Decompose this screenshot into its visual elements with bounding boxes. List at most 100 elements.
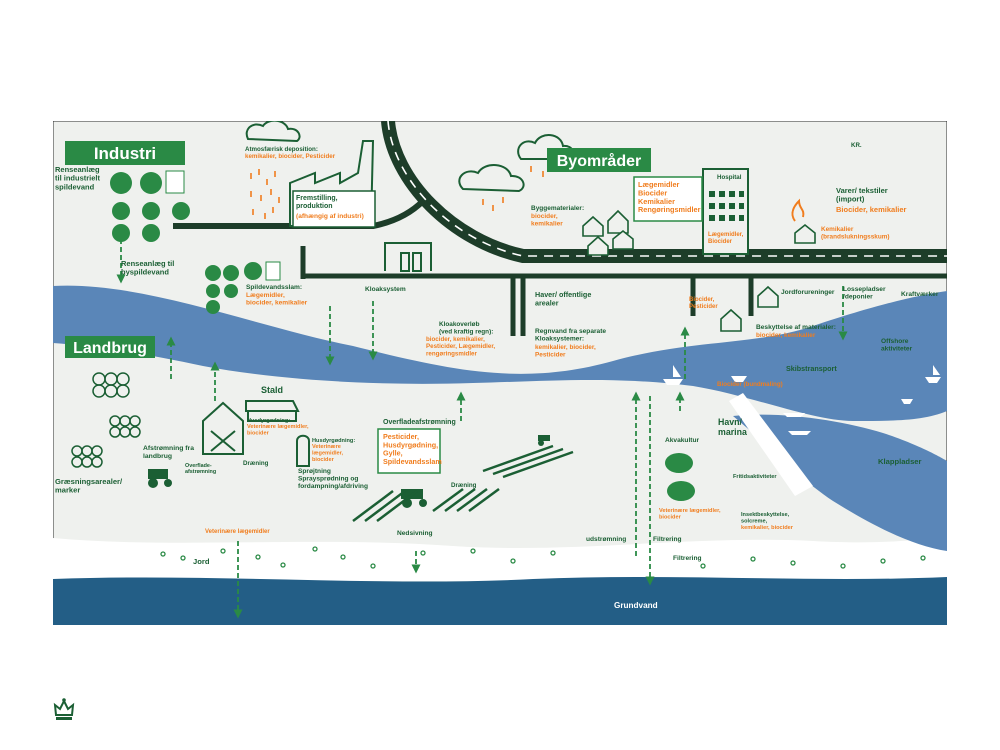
label-spildevandsslam: Spildevandsslam: bbox=[246, 284, 302, 291]
hay-bales bbox=[71, 372, 141, 468]
label-line: Rengøringsmidler bbox=[638, 205, 701, 214]
label-line: Lægemidler bbox=[638, 180, 680, 189]
label-line: Nedsivning bbox=[397, 530, 433, 537]
label-lossepladser: Lossepladser/deponier bbox=[843, 286, 886, 301]
label-landbrug-box: Pesticider,Husdyrgødning,Gylle,Spildevan… bbox=[383, 432, 442, 466]
soil-layer bbox=[53, 537, 947, 581]
flow-arrows bbox=[116, 239, 848, 619]
label-hospital-sub: Lægemidler,Biocider bbox=[708, 232, 744, 245]
pier bbox=[729, 393, 813, 496]
label-graesning: Græsningsarealer/marker bbox=[55, 477, 123, 495]
byomrader-title-text: Byområder bbox=[557, 152, 641, 170]
label-line: Afstrømning fra bbox=[143, 445, 194, 452]
label-line: aktiviteter bbox=[881, 346, 913, 353]
label-stald: Stald bbox=[261, 385, 283, 395]
label-jordforureninger: Jordforureninger bbox=[781, 289, 835, 296]
label-line: Spraysprødning og bbox=[298, 476, 358, 483]
fremstilling-box bbox=[292, 190, 376, 228]
groundwater-layer bbox=[53, 577, 947, 625]
label-line: Kemikalier bbox=[821, 226, 854, 233]
label-byggematerialer: Byggematerialer: bbox=[531, 205, 584, 212]
label-line: Grundvand bbox=[614, 601, 658, 610]
label-atmos-title: Atmosfærisk deposition: bbox=[245, 146, 318, 153]
label-line: Veterinære lægemidler, bbox=[247, 424, 309, 430]
sea bbox=[733, 414, 947, 551]
label-line: byspildevand bbox=[121, 268, 169, 277]
label-line: Akvakultur bbox=[665, 437, 700, 444]
label-kloakoverlob-sub: biocider, kemikalier,Pesticider, Lægemid… bbox=[426, 336, 495, 357]
label-biocider-bund: Biocider (bundmaling) bbox=[717, 381, 783, 388]
boats bbox=[663, 365, 941, 435]
aquaculture-pens bbox=[665, 453, 695, 501]
label-line: solcreme, bbox=[741, 518, 768, 524]
label-kemikalier-brand: Kemikalier(brandslukningsskum) bbox=[821, 226, 890, 240]
label-line: Biocider bbox=[638, 188, 667, 197]
label-line: kemikalier bbox=[531, 220, 563, 227]
label-line: Biocider bbox=[708, 239, 733, 245]
label-line: Atmosfærisk deposition: bbox=[245, 146, 318, 153]
label-line: Renseanlæg bbox=[55, 165, 100, 174]
label-fritid-sub: Insektbeskyttelse,solcreme, bbox=[741, 512, 790, 524]
stable-icon bbox=[245, 400, 300, 422]
label-atmos-sub: kemikalier, biocider, Pesticider bbox=[245, 153, 336, 160]
river bbox=[53, 285, 947, 421]
rain-drops bbox=[250, 165, 554, 219]
label-line: Offshore bbox=[881, 338, 909, 345]
label-line: Veterinære lægemidler bbox=[205, 529, 270, 535]
label-line: (brandslukningsskum) bbox=[821, 233, 890, 240]
label-line: biocider, kemikalier, bbox=[426, 336, 485, 343]
hospital-windows bbox=[709, 191, 744, 221]
label-line: spildevand bbox=[55, 182, 95, 191]
label-line: Kraftværker bbox=[901, 291, 939, 298]
label-line: Filtrering bbox=[653, 536, 682, 543]
label-kr: KR. bbox=[851, 142, 862, 149]
label-line: fordampning/afdriving bbox=[298, 483, 368, 490]
label-veterinaere: Veterinære lægemidler bbox=[205, 529, 270, 535]
label-line: produktion bbox=[296, 203, 333, 210]
label-line: Spildevandsslam: bbox=[246, 284, 302, 291]
label-line: marina bbox=[718, 427, 747, 437]
label-line: Gylle, bbox=[383, 449, 403, 458]
label-line: Pesticider bbox=[689, 304, 718, 310]
label-line: biocider bbox=[659, 514, 682, 520]
label-regnvand-sub: kemikalier, biocider,Pesticider bbox=[535, 344, 596, 358]
cloud-icon-1 bbox=[245, 121, 301, 143]
label-line: kemikalier, biocider bbox=[741, 525, 794, 531]
label-line: biocider, kemikalier bbox=[756, 332, 816, 339]
label-line: Fritidsaktiviteter bbox=[733, 474, 777, 480]
label-beskyttelse: Beskyttelse af materialer: bbox=[756, 324, 836, 331]
label-overflade-afstromning-small: Overflade-afstrømning bbox=[185, 463, 216, 475]
label-grundvand: Grundvand bbox=[614, 601, 658, 610]
label-line: Veterinære lægemidler, bbox=[659, 508, 721, 514]
main-road-markings bbox=[387, 121, 947, 257]
field-stripes bbox=[352, 444, 574, 522]
label-line: Husdyrgødning: bbox=[312, 438, 355, 444]
label-line: Pesticider bbox=[535, 351, 566, 358]
label-line: biocider, kemikalier bbox=[246, 300, 308, 307]
label-line: Klappladser bbox=[878, 457, 922, 466]
label-line: /deponier bbox=[843, 294, 873, 301]
label-line: (import) bbox=[836, 195, 865, 204]
label-line: Biocider, kemikalier bbox=[836, 205, 907, 214]
house-icons bbox=[582, 209, 816, 332]
pollution-pathways-diagram: Industri Landbrug Byområder Renseanlægti… bbox=[53, 121, 947, 625]
soil-particles bbox=[160, 546, 926, 569]
label-line: Varer/ tekstiler bbox=[836, 186, 888, 195]
label-beskyttelse-sub: biocider, kemikalier bbox=[756, 332, 816, 339]
barn-icon bbox=[202, 401, 244, 455]
label-fritid: Fritidsaktiviteter bbox=[733, 474, 777, 480]
label-line: Græsningsarealer/ bbox=[55, 477, 123, 486]
label-line: Kloakoverløb bbox=[439, 321, 480, 328]
label-line: Lægemidler, bbox=[246, 292, 285, 299]
industri-title-text: Industri bbox=[94, 144, 156, 163]
label-line: Biocider, bbox=[689, 297, 715, 303]
label-fremstilling-sub: (afhængig af industri) bbox=[296, 213, 364, 220]
